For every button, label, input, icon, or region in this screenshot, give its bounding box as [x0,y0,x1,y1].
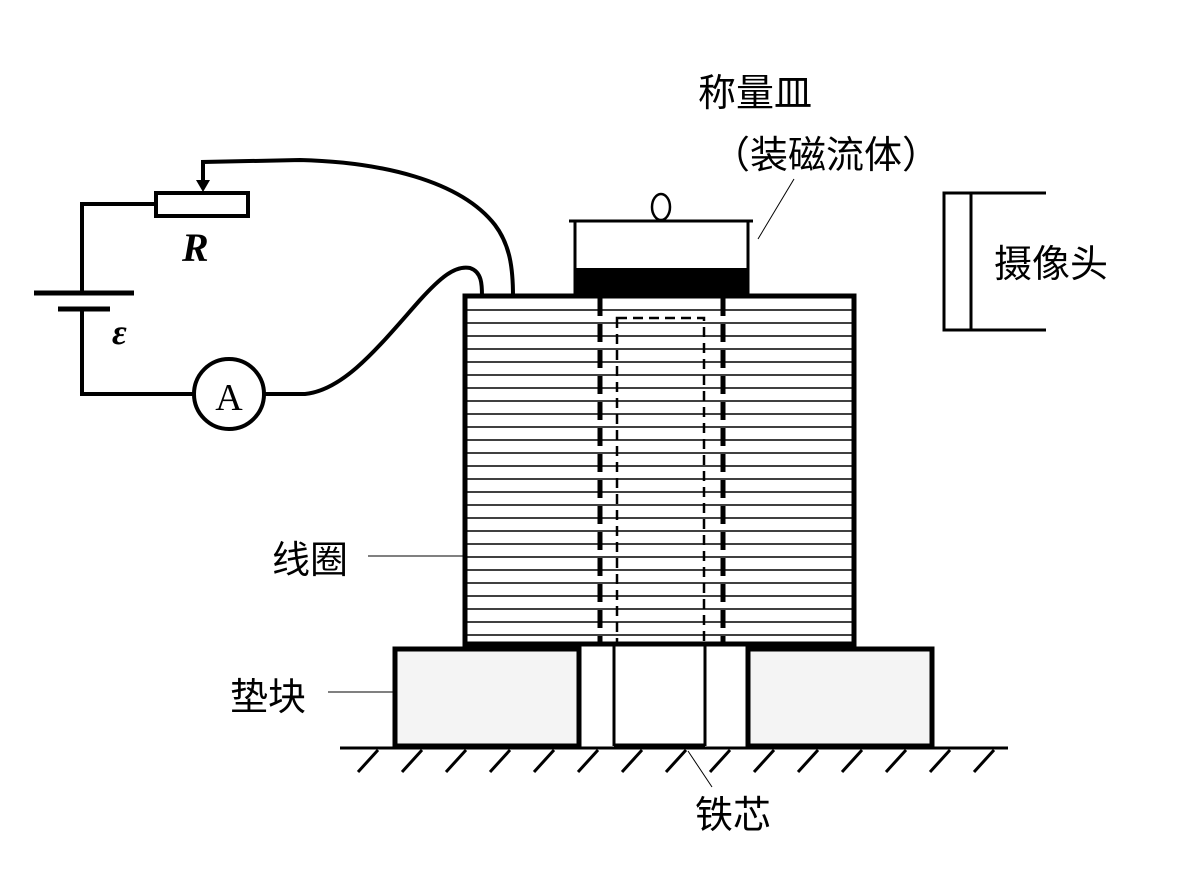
rheostat-label: R [181,225,209,270]
wire-left-bottom [80,309,196,396]
dish-label: 称量皿 [698,71,812,115]
iron-core-label: 铁芯 [695,793,771,837]
coil [462,293,857,647]
dish-leader-line [757,178,795,240]
camera [942,191,1046,332]
coil-outline [462,293,857,647]
core-inner-dashed [615,316,706,646]
ground-hatch-mark [576,748,600,774]
ground-hatch-mark [532,748,556,774]
coil-windings [467,309,852,636]
ground-hatch-mark [752,748,776,774]
ammeter-label: A [215,377,243,419]
dish-contents-label: （装磁流体） [712,133,940,177]
ground-hatch-mark [620,748,644,774]
ground-hatch-mark [928,748,952,774]
block-label: 垫块 [230,675,306,719]
ground-hatch-mark [400,748,424,774]
block-right [745,646,935,749]
magnetic-fluid [575,268,748,296]
weighing-dish [569,178,795,296]
ground-hatch-mark [488,748,512,774]
ground-hatch-mark [356,748,380,774]
base-assembly [392,646,935,749]
rheostat-body [154,191,250,218]
ground-hatch-mark [664,748,688,774]
ground-hatch-mark [884,748,908,774]
block-left [392,646,582,749]
emf-label: ε [112,312,127,352]
core-leader-line [687,750,713,788]
wire-left-top [80,202,156,293]
circuit [34,157,515,431]
ground-hatch-mark [796,748,820,774]
ground-hatch-mark [972,748,996,774]
ground-hatch-mark [840,748,864,774]
slider-arrow-icon [196,180,210,192]
camera-body [942,191,1046,332]
wire-slider [201,157,515,297]
dish-handle [650,192,672,222]
ground-hatch [356,748,996,774]
camera-label: 摄像头 [994,242,1108,286]
wire-ammeter-to-coil [264,265,484,396]
coil-label: 线圈 [272,538,348,582]
ground [340,746,1008,774]
ground-hatch-mark [708,748,732,774]
ground-hatch-mark [444,748,468,774]
